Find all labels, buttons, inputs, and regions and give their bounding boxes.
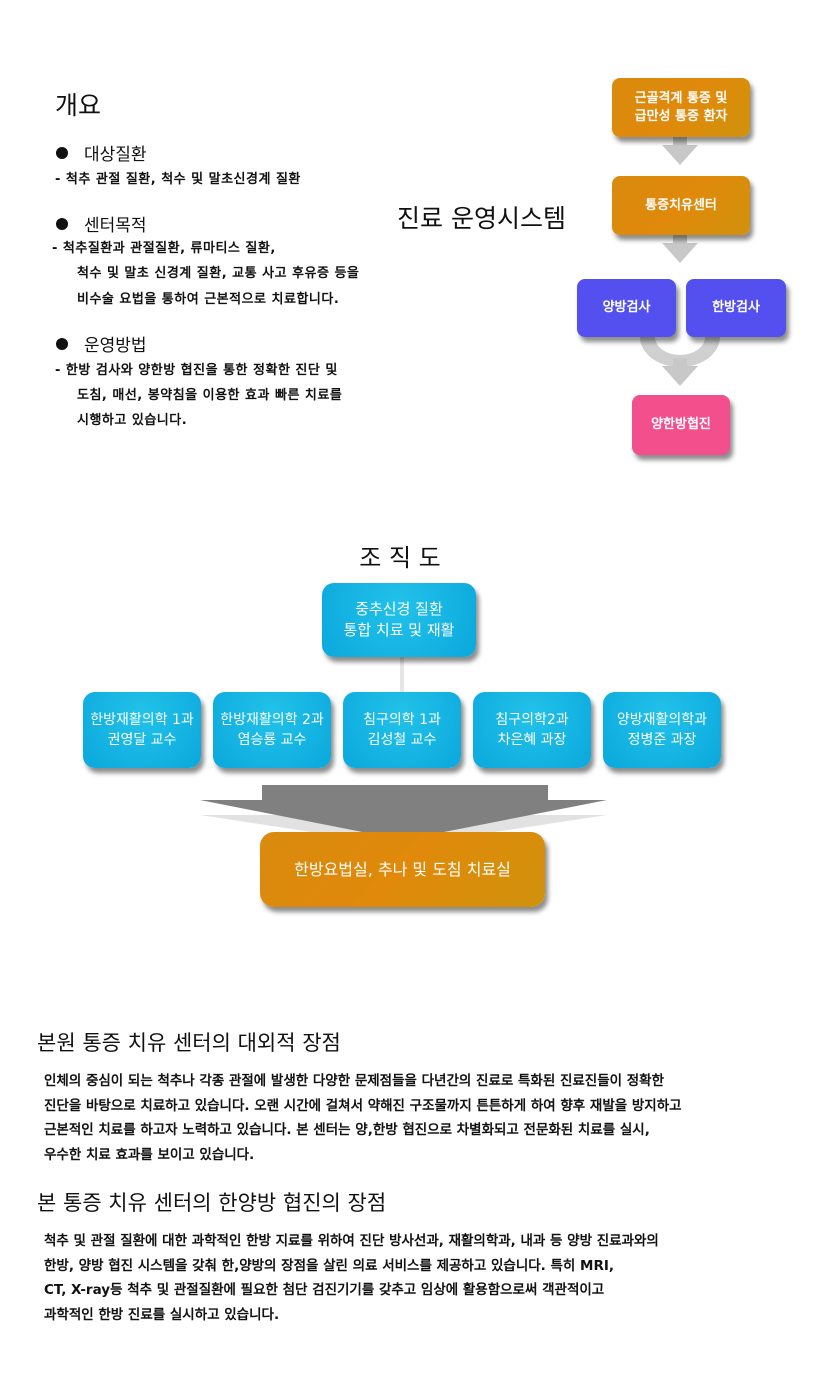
text-line: - 척추질환과 관절질환, 류마티스 질환, [52, 241, 276, 256]
dept-head: 권영달 교수 [107, 732, 177, 748]
bullet-icon [56, 218, 68, 230]
text-line: 시행하고 있습니다. [77, 413, 188, 428]
org-title: 조 직 도 [359, 544, 441, 572]
para-line: 인체의 중심이 되는 척추나 각종 관절에 발생한 다양한 문제점들을 다년간의… [44, 1073, 664, 1089]
bullet-icon [56, 338, 68, 350]
dept-name: 침구의학 1과 [363, 712, 441, 728]
heading-text: 센터목적 [84, 216, 147, 236]
flow-box-korean-exam: 한방검사 [686, 279, 786, 337]
org-down-arrow [200, 785, 607, 846]
para-line: 근본적인 치료를 하고자 노력하고 있습니다. 본 센터는 양,한방 협진으로 … [44, 1122, 650, 1138]
box-line: 중추신경 질환 [355, 600, 443, 618]
para-line: CT, X-ray등 척추 및 관절질환에 필요한 첨단 검진기기를 갖추고 임… [44, 1282, 605, 1298]
section-title: 본 통증 치유 센터의 한양방 협진의 장점 [37, 1191, 387, 1215]
para-line: 과학적인 한방 진료를 실시하고 있습니다. [44, 1306, 280, 1323]
dept-name: 한방재활의학 2과 [220, 712, 324, 728]
dept-head: 차은혜 과장 [497, 732, 567, 748]
text-line: 도침, 매선, 봉약침을 이용한 효과 빠른 치료를 [77, 388, 343, 403]
text-line: - 한방 검사와 양한방 협진을 통한 정확한 진단 및 [55, 363, 338, 378]
para-line: 척추 및 관절 질환에 대한 과학적인 한방 지료를 위하여 진단 방사선과, … [44, 1233, 659, 1249]
text-line: 비수술 요법을 통하여 근본적으로 치료합니다. [77, 292, 340, 307]
text-line: 척수 및 말초 신경계 질환, 교통 사고 후유증 등을 [77, 266, 360, 281]
dept-name: 침구의학2과 [495, 712, 569, 728]
box-line: 급만성 통증 환자 [634, 108, 728, 124]
flow-box-western-exam: 양방검사 [577, 279, 676, 337]
text-line: - 척추 관절 질환, 척수 및 말초신경계 질환 [55, 172, 301, 187]
dept-head: 정병준 과장 [627, 732, 697, 748]
section-heading: 대상질환 [56, 140, 147, 165]
paragraph: 인체의 중심이 되는 척추나 각종 관절에 발생한 다양한 문제점들을 다년간의… [44, 1069, 682, 1167]
flow-arrows [640, 137, 720, 386]
heading-text: 대상질환 [84, 145, 147, 165]
org-connector-line [400, 657, 404, 693]
dept-name: 한방재활의학 1과 [90, 712, 194, 728]
para-line: 한방, 양방 협진 시스템을 갖춰 한,양방의 장점을 살린 의료 서비스를 제… [44, 1257, 615, 1274]
para-line: 우수한 치료 효과를 보이고 있습니다. [44, 1146, 255, 1163]
paragraph: 척추 및 관절 질환에 대한 과학적인 한방 지료를 위하여 진단 방사선과, … [44, 1229, 659, 1327]
dept-name: 양방재활의학과 [616, 712, 708, 728]
bullet-icon [56, 147, 68, 159]
section-title: 본원 통증 치유 센터의 대외적 장점 [37, 1031, 341, 1055]
dept-head: 김성철 교수 [367, 732, 437, 748]
section-heading: 센터목적 [56, 211, 147, 236]
para-line: 진단을 바탕으로 치료하고 있습니다. 오랜 시간에 걸쳐서 약해진 구조물까지… [44, 1097, 682, 1114]
org-bottom-box: 한방요법실, 추나 및 도침 치료실 [260, 832, 545, 907]
section-heading: 운영방법 [56, 331, 147, 356]
box-line: 통합 치료 및 재활 [343, 621, 455, 639]
flow-box-collaboration: 양한방협진 [632, 395, 730, 455]
box-line: 근골격계 통증 및 [634, 90, 728, 106]
heading-text: 운영방법 [84, 336, 147, 356]
flow-box-center: 통증치유센터 [612, 176, 750, 235]
overview-title: 개요 [55, 91, 102, 120]
dept-head: 염승룡 교수 [237, 732, 307, 748]
system-title: 진료 운영시스템 [397, 204, 566, 233]
